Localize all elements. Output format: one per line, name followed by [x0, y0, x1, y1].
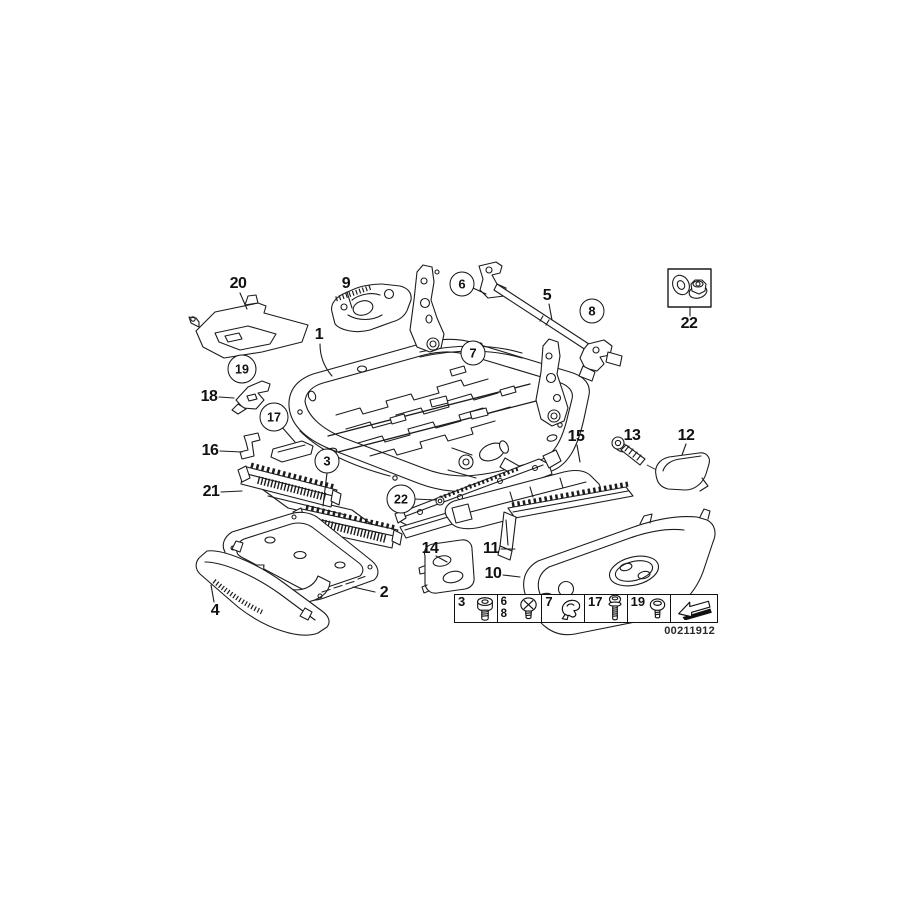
- round-head-screw-icon: [646, 597, 669, 622]
- rail-end-17-drawing: [270, 440, 314, 463]
- part-callout-6[interactable]: 6: [449, 271, 475, 297]
- part-callout-15[interactable]: 15: [567, 428, 585, 445]
- part-callout-17[interactable]: 17: [259, 402, 289, 432]
- part-callout-19[interactable]: 19: [227, 354, 257, 384]
- legend-label: 7: [545, 594, 553, 609]
- legend-label: 17: [588, 594, 603, 609]
- socket-head-screw-icon: [474, 595, 496, 622]
- part-callout-4[interactable]: 4: [210, 602, 220, 619]
- bracket-18-drawing: [231, 380, 271, 415]
- part-callout-2[interactable]: 2: [379, 584, 389, 601]
- part-callout-8[interactable]: 8: [579, 298, 605, 324]
- legend-label: 3: [458, 594, 466, 609]
- front-trim-4-drawing: [195, 540, 330, 636]
- torsion-bar-5-drawing: [478, 261, 623, 382]
- legend-cell-19: 19: [628, 595, 672, 622]
- part-callout-13[interactable]: 13: [623, 427, 641, 444]
- part-callout-16[interactable]: 16: [201, 442, 219, 459]
- hardware-box-22-drawing: [667, 268, 712, 308]
- part-callout-21[interactable]: 21: [202, 483, 220, 500]
- legend-cell-7: 7: [542, 595, 585, 622]
- part-callout-12[interactable]: 12: [677, 427, 695, 444]
- seat-switch-14-drawing: [418, 539, 475, 594]
- clip-16-drawing: [239, 432, 261, 460]
- diagram-id-code: 00211912: [664, 625, 715, 637]
- part-callout-10[interactable]: 10: [484, 565, 502, 582]
- part-callout-1[interactable]: 1: [314, 326, 324, 343]
- drive-bracket-9-drawing: [331, 283, 412, 333]
- cover-12-drawing: [655, 452, 710, 492]
- long-screw-icon: [604, 594, 626, 622]
- oval-head-screw-icon: [517, 596, 540, 622]
- leader-lines: [210, 287, 691, 603]
- part-callout-18[interactable]: 18: [200, 388, 218, 405]
- part-callout-20[interactable]: 20: [229, 275, 247, 292]
- back-arrow-icon[interactable]: [674, 595, 716, 620]
- part-callout-14[interactable]: 14: [421, 540, 439, 557]
- legend-cell-17: 17: [585, 594, 628, 622]
- legend-cell-3: 3: [455, 595, 498, 622]
- legend-cell-back: [671, 595, 717, 622]
- seat-rail-right-drawing: [394, 449, 562, 539]
- part-callout-7[interactable]: 7: [460, 340, 486, 366]
- module-carrier-20-drawing: [188, 294, 309, 359]
- rail-cover-15-drawing: [444, 470, 601, 530]
- retaining-clip-icon: [557, 597, 583, 622]
- part-callout-5[interactable]: 5: [542, 287, 552, 304]
- part-callout-9[interactable]: 9: [341, 275, 351, 292]
- part-callout-22[interactable]: 22: [386, 484, 416, 514]
- trim-mount-11-drawing: [497, 481, 634, 561]
- legend-label: 19: [630, 594, 646, 609]
- seat-frame-drawing: [288, 264, 590, 492]
- part-callout-3[interactable]: 3: [314, 448, 340, 474]
- part-callout-22[interactable]: 22: [680, 315, 698, 332]
- part-callout-11[interactable]: 11: [483, 540, 499, 557]
